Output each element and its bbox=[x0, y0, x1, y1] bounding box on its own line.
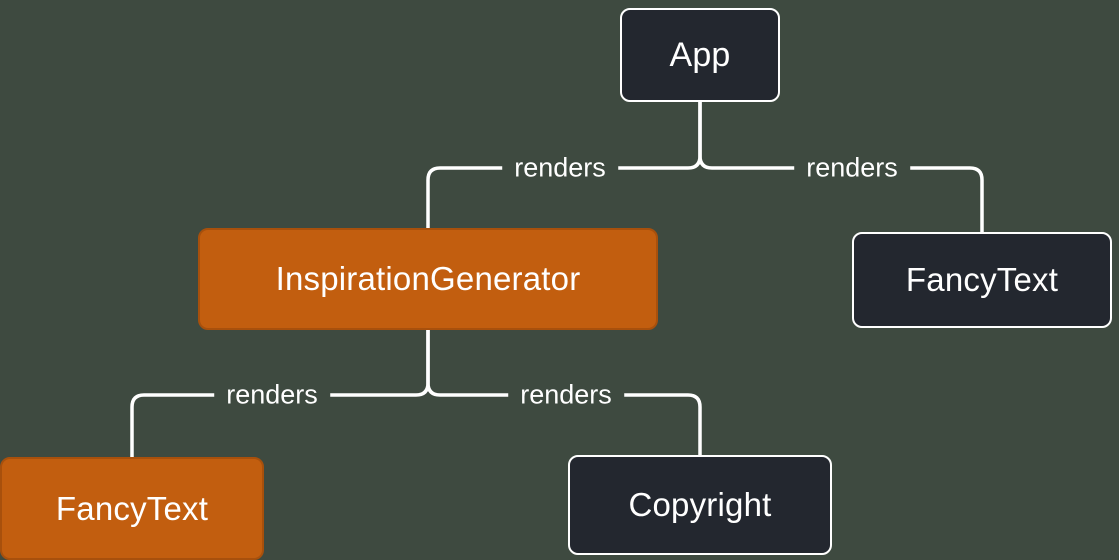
edge-label-renders: renders bbox=[794, 150, 910, 186]
node-copyright-label: Copyright bbox=[628, 486, 772, 523]
node-inspiration-generator-label: InspirationGenerator bbox=[275, 260, 581, 297]
node-fancy-text-right: FancyText bbox=[852, 232, 1112, 328]
node-inspiration-generator: InspirationGenerator bbox=[198, 228, 658, 330]
node-fancy-text-right-label: FancyText bbox=[905, 261, 1059, 298]
node-app-label: App bbox=[669, 35, 731, 74]
node-fancy-text-left: FancyText bbox=[0, 457, 264, 560]
node-app: App bbox=[620, 8, 780, 102]
edge-label-renders: renders bbox=[214, 377, 330, 413]
edge-label-renders: renders bbox=[508, 377, 624, 413]
node-copyright: Copyright bbox=[568, 455, 832, 555]
node-fancy-text-left-label: FancyText bbox=[55, 489, 209, 527]
edge-label-renders: renders bbox=[502, 150, 618, 186]
